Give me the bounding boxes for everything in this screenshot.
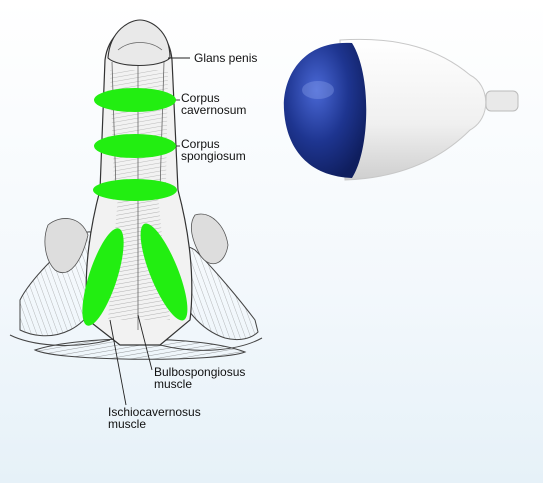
label-ischiocavernosus-line2: muscle [108,417,147,431]
label-bulbospongiosus-line2: muscle [154,377,193,391]
electrode-ring-top [94,88,176,112]
electrode-ring-middle [94,134,176,158]
electrode-markers [82,88,188,326]
label-ischiocavernosus-line1: Ischiocavernosus [108,405,201,419]
label-corpus-spongiosum-line2: spongiosum [181,149,246,163]
electrode-pad-left [82,228,124,326]
label-glans-penis: Glans penis [194,51,258,65]
probe-body [339,38,487,181]
probe-tip [283,42,367,178]
probe-nozzle [485,90,519,112]
label-bulbospongiosus-line1: Bulbospongiosus [154,365,246,379]
perineal-base [33,338,247,360]
electrode-pad-right [140,223,188,321]
label-corpus-spongiosum-line1: Corpus [181,137,220,151]
label-corpus-cavernosum-line1: Corpus [181,91,220,105]
label-corpus-cavernosum-line2: cavernosum [181,103,247,117]
electrode-ring-bottom [93,179,177,201]
